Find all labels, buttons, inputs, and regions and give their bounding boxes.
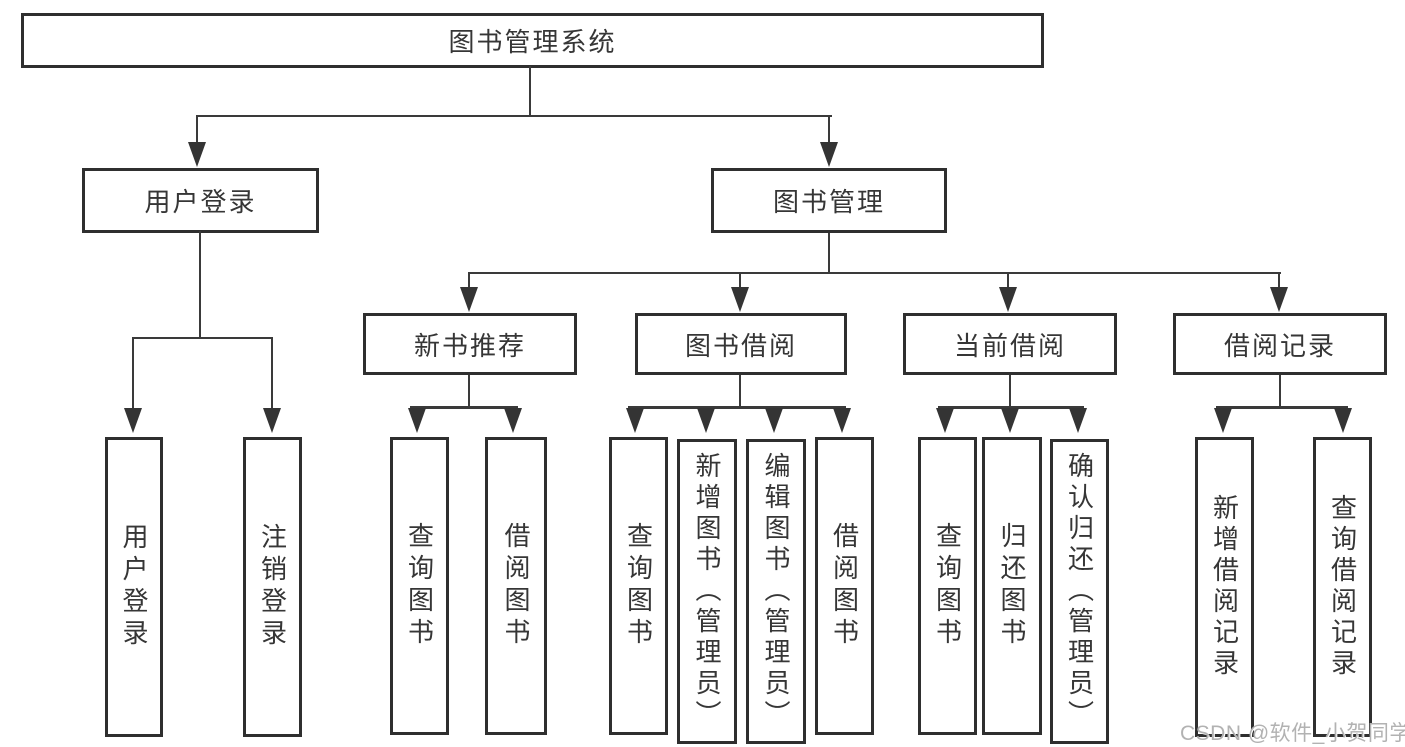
node-label: 新书推荐 xyxy=(413,330,526,361)
leaf-add-borrow-record: 新增借阅记录 xyxy=(1195,437,1254,737)
node-label: 编辑图书（管理员） xyxy=(761,452,791,731)
node-book-management-branch: 图书管理 xyxy=(711,168,947,233)
leaf-edit-books-admin: 编辑图书（管理员） xyxy=(746,439,806,744)
arrow-down-icon xyxy=(1069,408,1087,433)
node-label: 图书借阅 xyxy=(684,330,797,361)
node-label: 图书管理 xyxy=(772,187,885,217)
arrow-down-icon xyxy=(1334,408,1352,433)
node-label: 新增借阅记录 xyxy=(1209,494,1240,680)
leaf-borrow-books-recommend: 借阅图书 xyxy=(485,437,547,735)
connector-line xyxy=(196,115,198,144)
node-label: 注销登录 xyxy=(257,523,288,651)
connector-line xyxy=(628,406,846,409)
node-label: 新增图书（管理员） xyxy=(692,452,722,731)
connector-line xyxy=(468,272,470,289)
connector-line xyxy=(132,337,273,339)
arrow-down-icon xyxy=(833,408,851,433)
connector-line xyxy=(1279,375,1281,408)
node-label: 用户登录 xyxy=(144,187,257,217)
arrow-down-icon xyxy=(697,408,715,433)
leaf-confirm-return-admin: 确认归还（管理员） xyxy=(1050,439,1109,744)
node-root-system: 图书管理系统 xyxy=(21,13,1044,68)
leaf-return-books: 归还图书 xyxy=(982,437,1042,735)
node-borrowing-records: 借阅记录 xyxy=(1173,313,1387,375)
connector-line xyxy=(468,375,470,408)
node-label: 归还图书 xyxy=(997,522,1027,650)
connector-line xyxy=(828,233,830,274)
node-label: 用户登录 xyxy=(119,523,149,651)
node-label: 查询借阅记录 xyxy=(1327,494,1358,680)
node-label: 查询图书 xyxy=(404,522,435,650)
arrow-down-icon xyxy=(1214,408,1232,433)
arrow-down-icon xyxy=(731,287,749,312)
leaf-borrow-books: 借阅图书 xyxy=(815,437,874,735)
connector-line xyxy=(1278,272,1280,289)
connector-line xyxy=(739,272,741,289)
arrow-down-icon xyxy=(999,287,1017,312)
leaf-add-books-admin: 新增图书（管理员） xyxy=(677,439,737,744)
arrow-down-icon xyxy=(408,408,426,433)
csdn-watermark: CSDN @软件_小贺同学 xyxy=(1180,722,1405,745)
node-new-book-recommendation: 新书推荐 xyxy=(363,313,577,375)
leaf-query-books-borrow: 查询图书 xyxy=(609,437,668,735)
connector-line xyxy=(132,337,134,410)
connector-line xyxy=(828,115,830,144)
arrow-down-icon xyxy=(936,408,954,433)
arrow-down-icon xyxy=(460,287,478,312)
arrow-down-icon xyxy=(263,408,281,433)
connector-line xyxy=(271,337,273,410)
leaf-user-login: 用户登录 xyxy=(105,437,163,737)
leaf-query-books-recommend: 查询图书 xyxy=(390,437,449,735)
arrow-down-icon xyxy=(626,408,644,433)
node-label: 借阅图书 xyxy=(829,522,860,650)
node-label: 借阅图书 xyxy=(501,522,531,650)
arrow-down-icon xyxy=(188,142,206,167)
connector-line xyxy=(410,406,518,409)
arrow-down-icon xyxy=(1001,408,1019,433)
node-label: 确认归还（管理员） xyxy=(1064,452,1095,731)
connector-line xyxy=(1007,272,1009,289)
leaf-query-books-current: 查询图书 xyxy=(918,437,977,735)
node-label: 查询图书 xyxy=(623,522,654,650)
arrow-down-icon xyxy=(1270,287,1288,312)
node-book-borrowing: 图书借阅 xyxy=(635,313,847,375)
node-label: 借阅记录 xyxy=(1223,330,1336,361)
node-label: 当前借阅 xyxy=(953,330,1066,361)
connector-line xyxy=(739,375,741,408)
connector-line xyxy=(199,231,201,338)
connector-line xyxy=(938,406,1084,409)
arrow-down-icon xyxy=(504,408,522,433)
node-user-login-branch: 用户登录 xyxy=(82,168,319,233)
leaf-query-borrow-record: 查询借阅记录 xyxy=(1313,437,1372,737)
connector-line xyxy=(1216,406,1348,409)
connector-line xyxy=(196,115,832,117)
connector-line xyxy=(468,272,1281,274)
node-current-borrowing: 当前借阅 xyxy=(903,313,1117,375)
node-label: 图书管理系统 xyxy=(448,27,617,57)
arrow-down-icon xyxy=(820,142,838,167)
connector-line xyxy=(1009,375,1011,408)
connector-line xyxy=(529,66,531,115)
arrow-down-icon xyxy=(765,408,783,433)
node-label: 查询图书 xyxy=(932,522,963,650)
leaf-logout: 注销登录 xyxy=(243,437,302,737)
arrow-down-icon xyxy=(124,408,142,433)
